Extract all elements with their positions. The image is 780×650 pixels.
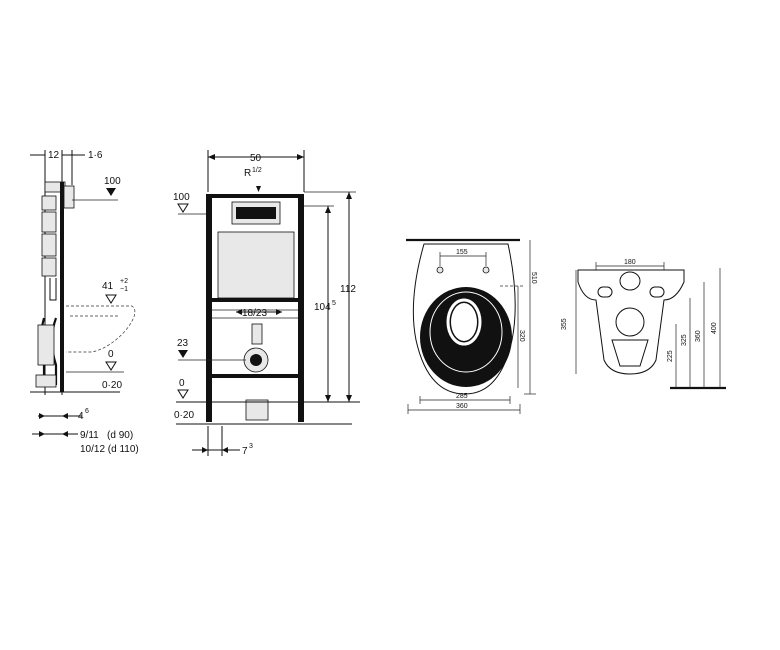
front-dim-112: 112 xyxy=(340,284,356,295)
front-dim-0-20: 0·20 xyxy=(174,410,194,421)
bowl-top-view: 155 510 320 285 360 xyxy=(406,238,537,414)
front-dim-104-sup: 5 xyxy=(332,300,336,307)
side-dim-pipe-d90: 9/11 (d 90) xyxy=(80,430,133,441)
bowl-dim-320: 320 xyxy=(518,330,525,342)
side-dim-0: 0 xyxy=(108,349,114,360)
front-dim-23: 23 xyxy=(177,338,189,349)
side-dim-41: 41 xyxy=(102,281,114,292)
side-dim-4-sup: 6 xyxy=(85,408,89,415)
bowl-back-view: 180 355 225 325 360 400 xyxy=(561,259,726,390)
back-dim-180: 180 xyxy=(624,259,636,266)
bowl-dim-510: 510 xyxy=(530,272,537,284)
side-view: 12 1·6 100 41 +2 −1 0 0·20 xyxy=(30,150,139,455)
side-dim-4: 4 xyxy=(78,411,84,422)
back-dim-400: 400 xyxy=(711,322,718,334)
front-dim-0: 0 xyxy=(179,378,185,389)
side-dim-0-20: 0·20 xyxy=(102,380,122,391)
front-dim-7-sup: 3 xyxy=(249,443,253,450)
front-dim-104: 104 xyxy=(314,302,331,313)
side-dim-1-6: 1·6 xyxy=(88,150,103,161)
side-dim-100: 100 xyxy=(104,176,121,187)
side-dim-41-tol-minus: −1 xyxy=(120,286,128,293)
bowl-dim-285: 285 xyxy=(456,393,468,400)
front-dim-100: 100 xyxy=(173,192,190,203)
bowl-dim-360: 360 xyxy=(456,403,468,410)
back-dim-225: 225 xyxy=(667,350,674,362)
back-dim-360: 360 xyxy=(695,330,702,342)
side-dim-12: 12 xyxy=(48,150,60,161)
back-dim-355: 355 xyxy=(561,318,568,330)
front-dim-50: 50 xyxy=(250,153,262,164)
side-dim-41-tol-plus: +2 xyxy=(120,278,128,285)
bowl-dim-155: 155 xyxy=(456,249,468,256)
front-dim-7: 7 xyxy=(242,446,248,457)
back-dim-325: 325 xyxy=(681,334,688,346)
side-dim-pipe-d110: 10/12 (d 110) xyxy=(80,444,139,455)
front-dim-r-inlet-frac: 1/2 xyxy=(252,167,262,174)
front-dim-r-inlet: R xyxy=(244,168,251,179)
front-dim-18-23: 18/23 xyxy=(242,308,267,319)
front-view: 50 R 1/2 18/23 100 23 0 xyxy=(173,150,360,457)
